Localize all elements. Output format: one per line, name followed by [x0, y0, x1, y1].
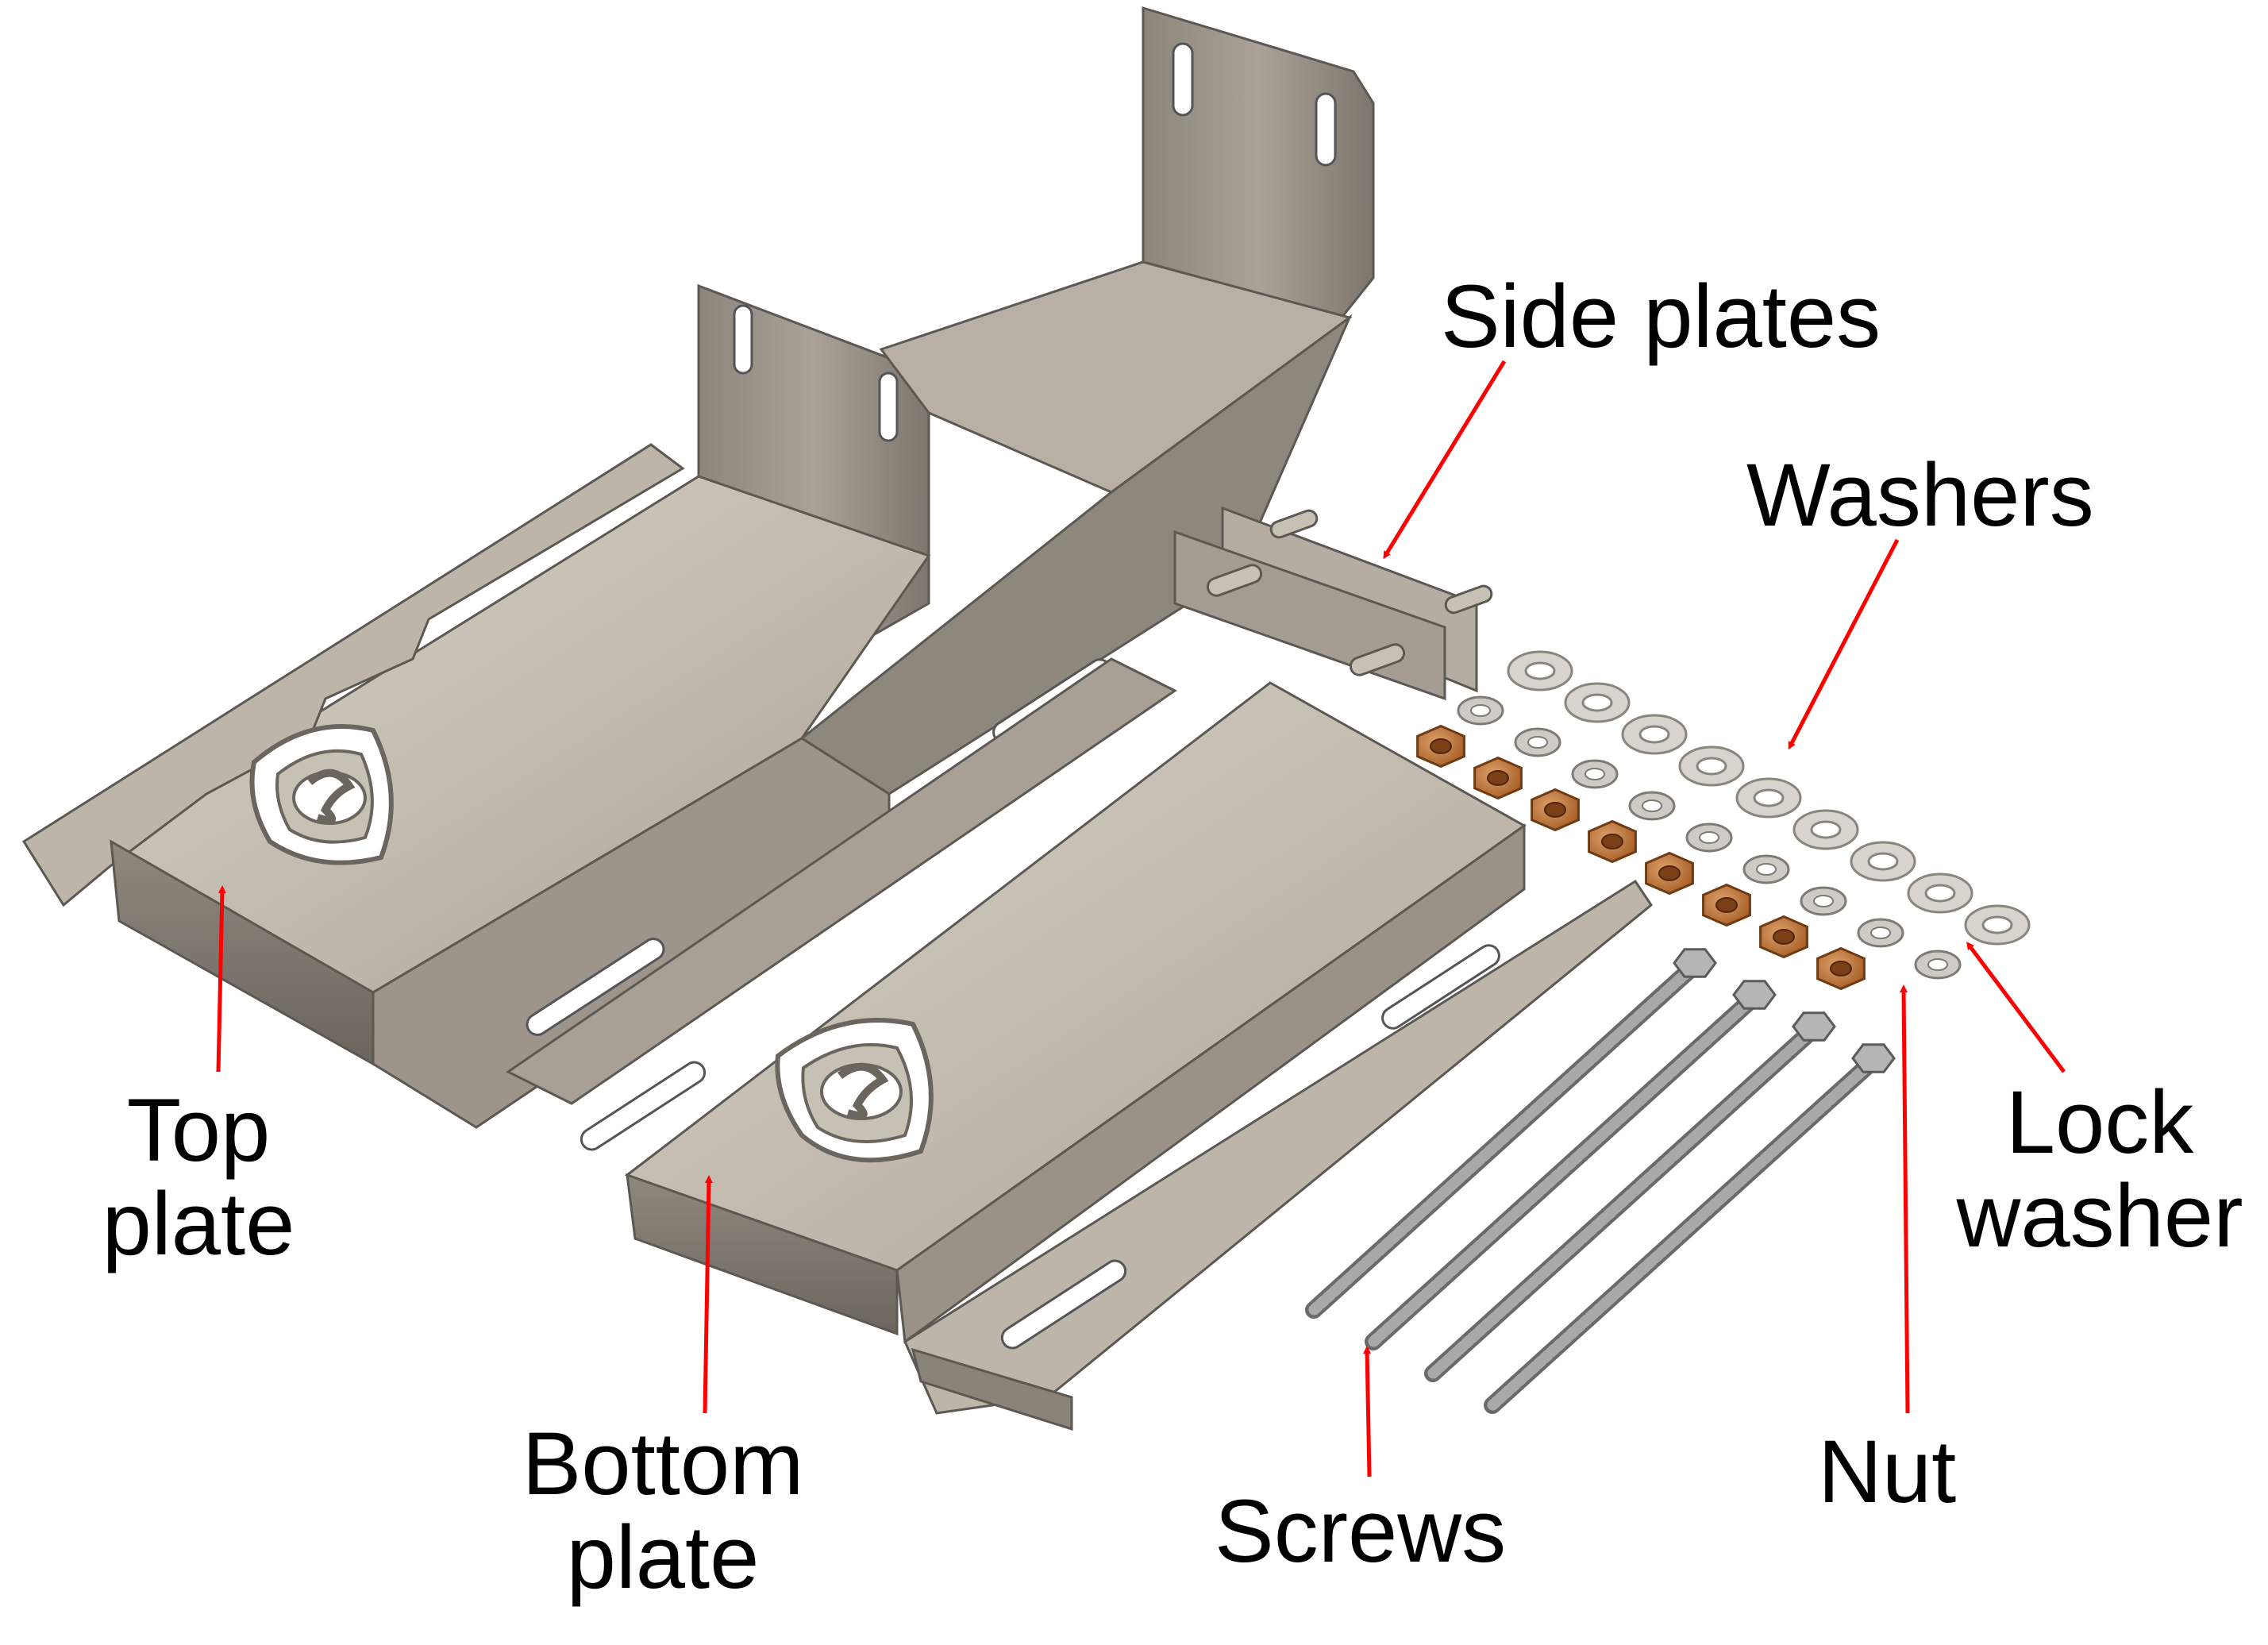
top-plate-left-flange	[21, 443, 685, 907]
label-bottom-plate-line1: Bottom	[522, 1414, 804, 1513]
label-top-plate-line1: Top	[126, 1081, 271, 1180]
lock-washer-hole	[1585, 768, 1605, 780]
top-plate-part	[21, 6, 1375, 1129]
label-lock-washer: Lock washer	[1929, 1076, 2268, 1263]
side-plate-studs	[1206, 509, 1493, 676]
screw-thread	[1487, 1062, 1871, 1411]
lock-washer-hole	[1642, 799, 1662, 812]
bottom-plate-part	[506, 657, 1654, 1431]
label-nut: Nut	[1818, 1422, 1957, 1521]
washer-hole	[1524, 661, 1556, 680]
label-screws: Screws	[1215, 1481, 1507, 1581]
arrow-screws	[1363, 1346, 1372, 1477]
label-side-plates: Side plates	[1441, 267, 1881, 366]
bottom-plate-lower-fold	[911, 1347, 1073, 1431]
screw-thread	[1308, 967, 1692, 1316]
washer-hole	[1638, 725, 1670, 744]
bottom-plate-right-fold	[895, 823, 1526, 1344]
nut-hole	[1430, 738, 1452, 754]
screw-head	[1851, 1043, 1896, 1073]
mounting-slot-2	[1315, 92, 1337, 167]
mounting-slot-4	[878, 372, 899, 442]
lock-washer-hole	[1927, 958, 1948, 971]
washer-hole	[1867, 852, 1899, 871]
cs-shield-logo-bottom	[775, 1018, 934, 1163]
lock-washer-hole	[1813, 895, 1834, 907]
nut-hole	[1830, 961, 1852, 977]
screw-thread	[1427, 1031, 1812, 1379]
arrow-side-plates	[1383, 360, 1507, 560]
lock-washer-hole	[1699, 831, 1719, 844]
nut-hole	[1658, 865, 1681, 881]
screw-head	[1673, 948, 1717, 978]
mounting-slot-1	[1172, 42, 1194, 117]
arrow-washers	[1788, 538, 1900, 750]
lock-washer-hole	[1756, 863, 1777, 876]
bottom-plate-slot-2	[1381, 944, 1500, 1030]
bottom-plate-front-fold	[626, 1173, 899, 1336]
label-washers: Washers	[1746, 445, 2094, 545]
nut-hole	[1544, 802, 1566, 818]
screw-thread	[1368, 999, 1752, 1347]
cs-shield-logo-top	[249, 724, 394, 865]
arrow-nut	[1900, 984, 1910, 1414]
arrow-top-plate	[216, 885, 226, 1073]
nut-hole	[1601, 834, 1623, 849]
label-lock-washer-line1: Lock	[2005, 1073, 2194, 1172]
bottom-plate-slot-3	[580, 1061, 707, 1151]
top-plate-slot-1	[526, 938, 665, 1036]
label-bottom-plate-line2: plate	[566, 1508, 760, 1607]
label-bottom-plate: Bottom plate	[484, 1417, 841, 1605]
callout-arrows	[216, 360, 2066, 1477]
screws-group	[1305, 948, 1896, 1414]
label-lock-washer-line2: washer	[1956, 1166, 2243, 1266]
washer-hole	[1581, 693, 1613, 712]
label-top-plate: Top plate	[79, 1084, 318, 1271]
nut-hole	[1715, 897, 1738, 913]
nut-hole	[1487, 770, 1509, 786]
screw-head	[1732, 980, 1777, 1010]
side-plates-part	[1173, 506, 1493, 701]
mounting-slot-3	[733, 304, 753, 375]
washer-hole	[1753, 788, 1785, 807]
lock-washer-hole	[1870, 927, 1891, 939]
lock-washer-hole	[1527, 736, 1548, 749]
arrow-lock-washer	[1966, 942, 2066, 1073]
arrow-bottom-plate	[703, 1175, 713, 1414]
screw-head	[1792, 1011, 1836, 1042]
nut-hole	[1773, 929, 1795, 945]
label-top-plate-line2: plate	[102, 1174, 295, 1273]
lock-washer-hole	[1470, 704, 1491, 717]
washer-hole	[1810, 820, 1842, 839]
washer-hole	[1696, 757, 1727, 776]
bottom-plate-back-rail	[506, 657, 1177, 1105]
washer-hole	[1981, 915, 2013, 934]
washer-hole	[1924, 884, 1956, 903]
hardware-group	[1416, 650, 2031, 991]
bottom-plate-slot-1	[1000, 1259, 1127, 1350]
